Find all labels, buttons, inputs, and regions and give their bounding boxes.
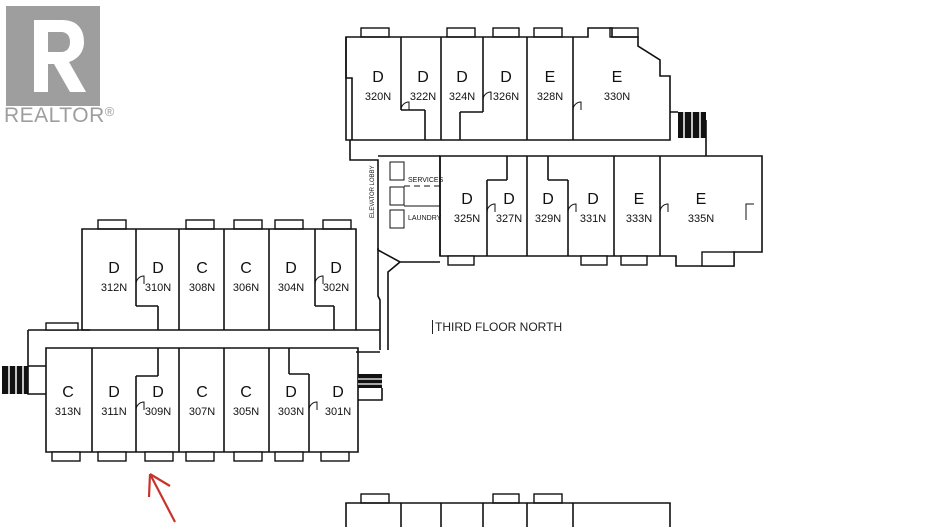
floor-title: THIRD FLOOR NORTH <box>432 320 562 334</box>
west-stair <box>2 366 28 394</box>
block-south-partial <box>345 493 671 527</box>
block-west-lower <box>45 347 359 462</box>
unit-number-label[interactable]: 330N <box>604 91 630 103</box>
unit-number-label[interactable]: 306N <box>233 282 259 294</box>
unit-type-label: D <box>285 384 297 401</box>
unit-number-label[interactable]: 307N <box>189 406 215 418</box>
unit-number-label[interactable]: 305N <box>233 406 259 418</box>
unit-number-label[interactable]: 322N <box>410 91 436 103</box>
unit-number-label[interactable]: 301N <box>325 406 351 418</box>
registered-mark: ® <box>104 104 115 119</box>
unit-number-label[interactable]: 312N <box>101 282 127 294</box>
unit-highlight-arrow <box>147 473 176 523</box>
realtor-logo-text: REALTOR® <box>4 104 115 127</box>
unit-type-label: C <box>62 384 74 401</box>
unit-number-label[interactable]: 327N <box>496 213 522 225</box>
unit-type-label: D <box>417 69 429 86</box>
unit-number-label[interactable]: 310N <box>145 282 171 294</box>
realtor-r-logo-icon <box>6 6 100 106</box>
unit-labels: D 320N D 322N D 324N D 326N E 328N E 330N D 325N D 327N… <box>55 69 714 418</box>
unit-type-label: D <box>587 191 599 208</box>
unit-type-label: E <box>545 69 556 86</box>
elevator-lobby-core: ELEVATOR LOBBY SERVICES LAUNDRY <box>349 140 444 350</box>
unit-type-label: C <box>240 260 252 277</box>
unit-type-label: C <box>196 260 208 277</box>
unit-number-label[interactable]: 328N <box>537 91 563 103</box>
unit-number-label[interactable]: 331N <box>580 213 606 225</box>
unit-number-label[interactable]: 333N <box>626 213 652 225</box>
unit-number-label[interactable]: 325N <box>454 213 480 225</box>
unit-type-label: E <box>696 191 707 208</box>
unit-number-label[interactable]: 311N <box>101 406 127 418</box>
unit-type-label: D <box>108 384 120 401</box>
unit-number-label[interactable]: 329N <box>535 213 561 225</box>
unit-type-label: D <box>503 191 515 208</box>
unit-type-label: D <box>542 191 554 208</box>
unit-type-label: D <box>330 260 342 277</box>
unit-type-label: D <box>456 69 468 86</box>
unit-type-label: D <box>152 260 164 277</box>
unit-number-label[interactable]: 302N <box>323 282 349 294</box>
unit-type-label: C <box>196 384 208 401</box>
unit-type-label: D <box>461 191 473 208</box>
unit-number-label[interactable]: 309N <box>145 406 171 418</box>
unit-number-label[interactable]: 324N <box>449 91 475 103</box>
unit-type-label: D <box>332 384 344 401</box>
laundry-label: LAUNDRY <box>408 215 442 222</box>
elevator-lobby-label: ELEVATOR LOBBY <box>370 165 376 218</box>
unit-number-label[interactable]: 335N <box>688 213 714 225</box>
unit-type-label: D <box>152 384 164 401</box>
unit-type-label: D <box>500 69 512 86</box>
unit-number-label[interactable]: 313N <box>55 406 81 418</box>
unit-number-label[interactable]: 304N <box>278 282 304 294</box>
unit-type-label: D <box>285 260 297 277</box>
east-stair <box>358 374 382 388</box>
unit-type-label: E <box>634 191 645 208</box>
unit-type-label: D <box>372 69 384 86</box>
unit-type-label: D <box>108 260 120 277</box>
unit-type-label: C <box>240 384 252 401</box>
services-label: SERVICES <box>408 177 444 184</box>
unit-number-label[interactable]: 308N <box>189 282 215 294</box>
block-north-middle <box>439 155 763 267</box>
unit-number-label[interactable]: 326N <box>493 91 519 103</box>
block-west-upper <box>81 219 357 331</box>
unit-number-label[interactable]: 303N <box>278 406 304 418</box>
unit-number-label[interactable]: 320N <box>365 91 391 103</box>
block-north-top <box>345 27 707 156</box>
unit-type-label: E <box>612 69 623 86</box>
